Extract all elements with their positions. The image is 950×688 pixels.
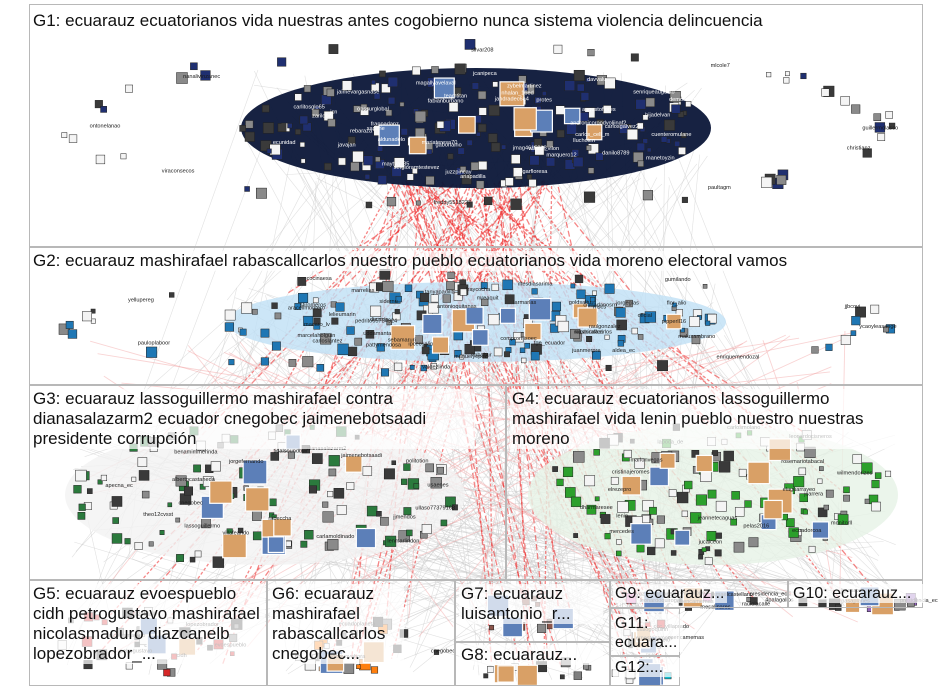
group-title-g9: G9: ecuarauz... xyxy=(613,584,727,603)
group-title-g5: G5: ecuarauz evoespueblo cidh petrogusta… xyxy=(31,584,265,664)
group-box-g1 xyxy=(29,4,923,247)
group-title-g3: G3: ecuarauz lassoguillermo mashirafael … xyxy=(31,389,475,449)
group-title-g11: G11: ecuara... xyxy=(613,614,683,652)
group-title-g10: G10: ecuarauz... xyxy=(791,584,925,603)
group-title-g1: G1: ecuarauz ecuatorianos vida nuestras … xyxy=(31,11,885,31)
group-title-g8: G8: ecuarauz... xyxy=(459,645,603,665)
group-title-g2: G2: ecuarauz mashirafael rabascallcarlos… xyxy=(31,251,885,271)
group-title-g6: G6: ecuarauz mashirafael rabascallcarlos… xyxy=(270,584,404,664)
group-title-g4: G4: ecuarauz ecuatorianos lassoguillermo… xyxy=(510,389,914,449)
group-title-g7: G7: ecuarauz luisantonio_r... xyxy=(459,584,603,624)
group-title-g12: G12:... xyxy=(613,658,683,677)
